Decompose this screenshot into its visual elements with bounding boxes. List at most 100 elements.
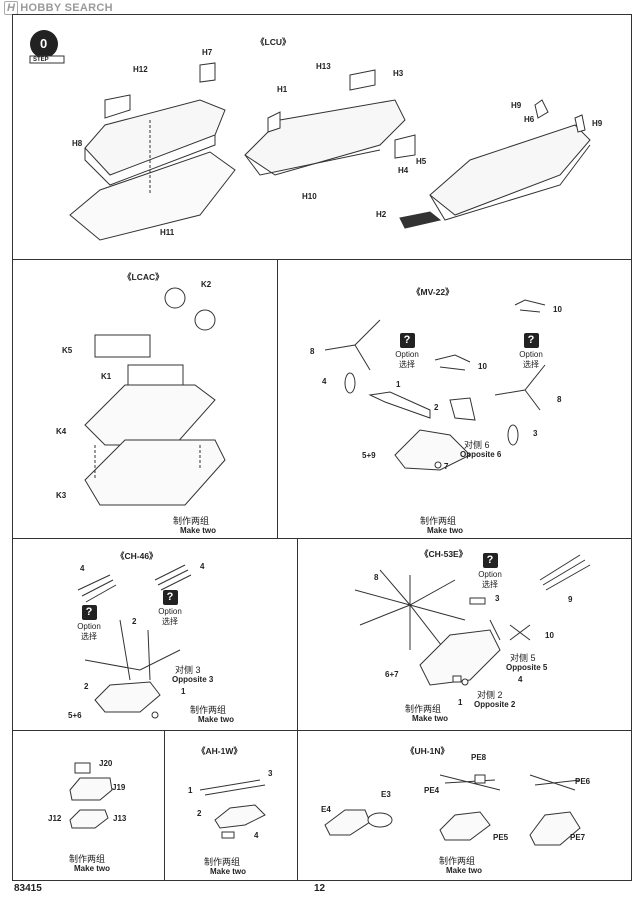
opposite-zh: 对侧 6 <box>464 440 490 450</box>
part-label: PE6 <box>575 777 591 786</box>
question-icon: ? <box>523 333 539 348</box>
ah1w-drawing <box>199 779 266 839</box>
make-two-en: Make two <box>180 526 217 535</box>
part-label: H1 <box>277 85 288 94</box>
step-number: 0 <box>40 36 48 51</box>
make-two-zh: 制作两组 <box>420 516 457 526</box>
part-label: J13 <box>113 814 127 823</box>
question-icon: ? <box>482 553 498 568</box>
make-two-zh: 制作两组 <box>405 704 442 714</box>
make-two-zh: 制作两组 <box>190 705 227 715</box>
part-label: 1 <box>181 687 186 696</box>
part-label: K4 <box>56 427 67 436</box>
make-two-zh: 制作两组 <box>204 857 241 867</box>
part-label: 10 <box>553 305 562 314</box>
ch53e-title: 《CH-53E》 <box>420 549 468 559</box>
part-label: K1 <box>101 372 112 381</box>
part-label: PE5 <box>493 833 509 842</box>
part-label: J20 <box>99 759 113 768</box>
part-label: 4 <box>518 675 523 684</box>
part-label: PE8 <box>471 753 487 762</box>
make-two-en: Make two <box>412 714 449 723</box>
part-label: H8 <box>72 139 83 148</box>
make-two-en: Make two <box>446 866 483 875</box>
part-label: 2 <box>197 809 202 818</box>
part-label: 10 <box>478 362 487 371</box>
question-icon: ? <box>81 605 97 620</box>
part-label: 8 <box>310 347 315 356</box>
part-label: 8 <box>374 573 379 582</box>
part-label: H11 <box>160 228 175 237</box>
part-label: 4 <box>200 562 205 571</box>
part-label: 7 <box>444 462 449 471</box>
part-label: PE7 <box>570 833 586 842</box>
ch46-drawing <box>77 564 192 719</box>
lav-drawing <box>69 762 113 829</box>
part-label: J12 <box>48 814 62 823</box>
make-two-en: Make two <box>210 867 247 876</box>
part-label: E4 <box>321 805 331 814</box>
question-icon: ? <box>162 590 178 605</box>
step-label: STEP <box>33 57 49 63</box>
part-label: H4 <box>398 166 409 175</box>
panel-uh1n <box>297 730 632 881</box>
part-label: 2 <box>84 682 89 691</box>
part-label: 8 <box>557 395 562 404</box>
part-label: K2 <box>201 280 212 289</box>
question-icon: ? <box>399 333 415 348</box>
make-two-en: Make two <box>74 864 111 873</box>
make-two-zh: 制作两组 <box>173 516 210 526</box>
ah1w-title: 《AH-1W》 <box>197 746 242 756</box>
make-two-en: Make two <box>427 526 464 535</box>
part-label: H9 <box>592 119 603 128</box>
part-label: H9 <box>511 101 522 110</box>
part-label: H2 <box>376 210 387 219</box>
part-label: K3 <box>56 491 67 500</box>
part-label: 3 <box>533 429 538 438</box>
opposite-zh: 对侧 2 <box>477 690 503 700</box>
opposite-en: Opposite 6 <box>460 450 502 459</box>
part-label: H6 <box>524 115 535 124</box>
part-label: H5 <box>416 157 427 166</box>
page-number: 12 <box>314 883 326 894</box>
lcac-title: 《LCAC》 <box>123 272 164 282</box>
lcac-drawing <box>84 287 226 506</box>
make-two-zh: 制作两组 <box>69 854 106 864</box>
opposite-zh: 对侧 5 <box>510 653 536 663</box>
part-label: 5+6 <box>68 711 82 720</box>
make-two-en: Make two <box>198 715 235 724</box>
ch46-title: 《CH-46》 <box>116 551 158 561</box>
part-label: 10 <box>545 631 554 640</box>
lcu-drawing <box>69 62 591 241</box>
part-label: 1 <box>396 380 401 389</box>
opposite-en: Opposite 2 <box>474 700 516 709</box>
part-label: H13 <box>316 62 331 71</box>
part-label: H10 <box>302 192 317 201</box>
part-label: 3 <box>268 769 273 778</box>
opposite-en: Opposite 3 <box>172 675 214 684</box>
part-label: J19 <box>112 783 126 792</box>
step-badge <box>29 30 65 64</box>
mv22-title: 《MV-22》 <box>412 287 454 297</box>
part-label: 2 <box>434 403 439 412</box>
mv22-drawing <box>324 299 546 471</box>
uh1n-drawing <box>324 774 581 846</box>
part-label: 9 <box>568 595 573 604</box>
part-label: 3 <box>495 594 500 603</box>
part-label: H12 <box>133 65 148 74</box>
part-label: 4 <box>80 564 85 573</box>
part-label: H3 <box>393 69 404 78</box>
part-label: 1 <box>458 698 463 707</box>
make-two-zh: 制作两组 <box>439 856 476 866</box>
part-label: K5 <box>62 346 73 355</box>
part-label: 4 <box>322 377 327 386</box>
part-label: 4 <box>254 831 259 840</box>
opposite-en: Opposite 5 <box>506 663 548 672</box>
